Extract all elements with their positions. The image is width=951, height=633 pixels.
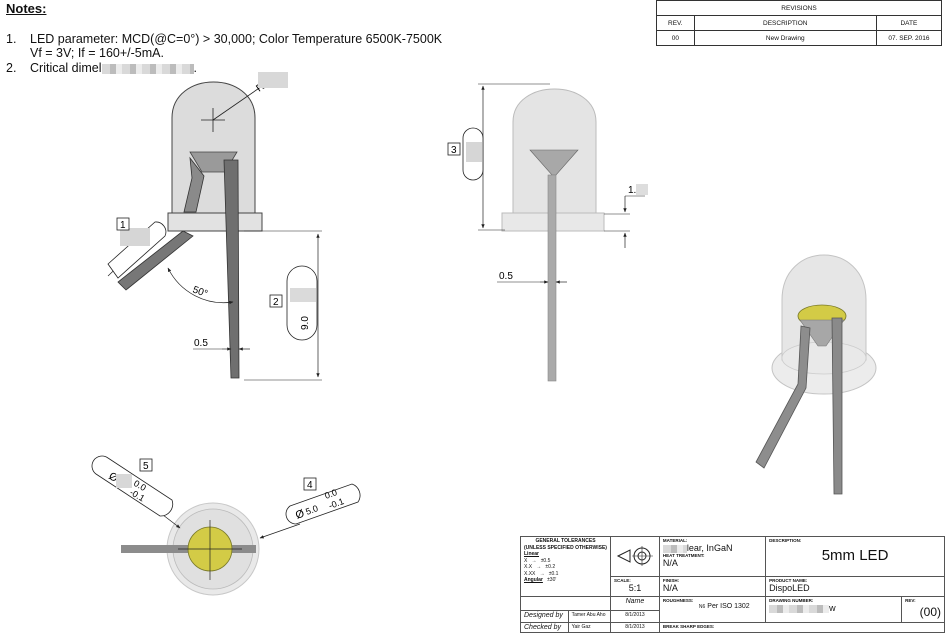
revision-row: 00 New Drawing 07. SEP. 2016 bbox=[656, 30, 943, 46]
rev-header-description: DESCRIPTION bbox=[693, 15, 877, 31]
description-cell: DESCRIPTION: 5mm LED bbox=[765, 536, 945, 577]
side-lead bbox=[547, 174, 557, 382]
front-lead-bent bbox=[117, 230, 194, 291]
drawing-number-cell: DRAWING NUMBER: w bbox=[765, 596, 903, 623]
front-flange bbox=[167, 212, 263, 232]
balloon-3 bbox=[447, 142, 461, 156]
isometric-view bbox=[755, 254, 877, 495]
balloon-5-label: 5 bbox=[143, 461, 149, 472]
rev-header-date: DATE bbox=[875, 15, 943, 31]
roughness-cell: ROUGHNESS: N6 Per ISO 1302 bbox=[658, 596, 767, 623]
angle-label: 50° bbox=[191, 284, 209, 300]
name-header: Name bbox=[609, 596, 660, 611]
rev-header-rev: REV. bbox=[656, 15, 695, 31]
balloon-1-label: 1 bbox=[120, 220, 126, 231]
front-lead-width-label: 0.5 bbox=[194, 338, 208, 349]
front-dome bbox=[171, 81, 256, 216]
material-cell: MATERIAL: lear, InGaN HEAT TREATMENT: N/… bbox=[658, 536, 767, 577]
balloon-2 bbox=[269, 294, 283, 308]
general-tolerances: GENERAL TOLERANCES (UNLESS SPECIFIED OTH… bbox=[520, 536, 611, 597]
product-cell: PRODUCT NAME: DispoLED bbox=[765, 576, 945, 597]
projection-symbol bbox=[609, 536, 660, 577]
note-1: 1.LED parameter: MCD(@C=0°) > 30,000; Co… bbox=[6, 32, 443, 60]
front-lead-right bbox=[223, 159, 240, 379]
title-block: GENERAL TOLERANCES (UNLESS SPECIFIED OTH… bbox=[520, 536, 946, 633]
revisions-table: REVISIONS REV. DESCRIPTION DATE 00 New D… bbox=[656, 0, 943, 46]
redacted-text bbox=[101, 63, 194, 74]
bottom-dia-4-partial: 5.0 bbox=[304, 503, 319, 517]
side-flange-partial: 1. bbox=[628, 185, 636, 196]
finish-cell: FINISH: N/A bbox=[658, 576, 767, 597]
tol-4-lower: -0.1 bbox=[327, 496, 345, 511]
front-view: R2 9.0 + 2 0.5 50° 1 bbox=[107, 72, 322, 381]
balloon-3-label: 3 bbox=[451, 145, 457, 156]
tol-4-upper: 0.0 bbox=[323, 487, 338, 501]
notes-heading: Notes: bbox=[6, 1, 47, 16]
iso-lead-bent bbox=[755, 325, 811, 469]
balloon-4-label: 4 bbox=[307, 480, 313, 491]
bottom-view: Ø 0.0 -0.1 5 Ø 5.0 0.0 -0.1 4 bbox=[91, 455, 361, 596]
lead-length-label: 9.0 bbox=[300, 316, 311, 330]
balloon-1 bbox=[116, 217, 130, 231]
scale-cell: SCALE: 5:1 bbox=[609, 576, 660, 597]
revisions-title: REVISIONS bbox=[656, 0, 942, 16]
notes-block: Notes: 1.LED parameter: MCD(@C=0°) > 30,… bbox=[6, 2, 442, 76]
note-2: 2.Critical dimel. bbox=[6, 61, 198, 75]
balloon-5 bbox=[139, 458, 153, 472]
dim-9-capsule bbox=[286, 265, 318, 341]
rev-cell: REV: (00) bbox=[901, 596, 945, 623]
side-view: 7 3 1. 0.5 bbox=[447, 83, 648, 382]
description-value: 5mm LED bbox=[821, 547, 889, 564]
third-angle-projection-icon bbox=[616, 545, 653, 566]
side-lead-width-label: 0.5 bbox=[499, 271, 513, 282]
balloon-4 bbox=[303, 477, 317, 491]
iso-lead-right bbox=[831, 317, 843, 495]
front-lead-left bbox=[183, 156, 205, 213]
balloon-2-label: 2 bbox=[273, 297, 279, 308]
